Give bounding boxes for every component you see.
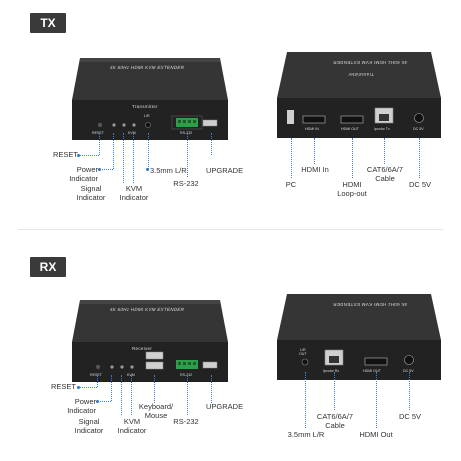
rx-rear-ipcolor-label: Ipcolor Rx [323,369,340,373]
tx-tag-label: TX [40,16,56,30]
tx-rear-illustration [277,52,441,138]
tx-transmitter-model-text: Transmitter [132,104,158,109]
tx-transmitter-device: 4K 60Hz HDMI KVM EXTENDER Transmitter RE… [70,40,230,150]
tx-hdmi-loop-callout: HDMI Loop-out [337,180,367,198]
rx-rear-dc-label: DC 5V [403,369,414,373]
rx-upgrade-callout: UPGRADE [206,402,244,411]
tx-rear-hdmi-out-label: HDMI OUT [341,127,359,131]
tx-port-rs232-label: RS-232 [180,131,193,135]
tx-upgrade-callout: UPGRADE [206,166,244,175]
tx-port-kvm-label: KVM [128,131,136,135]
tx-kvm-callout: KVM Indicator [119,184,149,202]
rx-port-rs232-label: RS-232 [180,373,193,377]
tx-hdmi-in-callout: HDMI In [301,165,329,174]
tx-rear-device: 4K 60Hz HDMI KVM EXTENDER Transmitter HD… [273,42,443,142]
rx-power-callout: Power Indicator [67,397,96,415]
rx-port-reset-label: RESET [90,373,102,377]
rx-receiver-illustration [72,300,228,382]
tx-power-callout: Power Indicator [69,165,98,183]
tx-rear-hdmi-in-label: HDMI IN [305,127,319,131]
rx-signal-callout: Signal Indicator [74,417,104,435]
tx-port-reset-label: RESET [92,131,104,135]
tx-dc-callout: DC 5V [408,180,432,189]
tx-transmitter-top-text: 4K 60Hz HDMI KVM EXTENDER [109,65,185,70]
rx-receiver-device: 4K 60Hz HDMI KVM EXTENDER Receiver RESET… [70,282,230,392]
rx-receiver-top-text: 4K 60Hz HDMI KVM EXTENDER [109,307,185,312]
tx-rear-dc-label: DC 5V [413,127,424,131]
tx-section-tag: TX [30,13,66,33]
tx-signal-callout: Signal Indicator [76,184,106,202]
tx-rear-model-text: Transmitter [348,72,374,77]
rx-rear-hdmi-out-label: HDMI OUT [363,369,381,373]
rx-rear-top-text: 4K 60Hz HDMI KVM EXTENDER [333,302,408,307]
tx-cable-callout: CAT6/6A/7 Cable [366,165,404,183]
tx-reset-callout: RESET [52,150,78,159]
rx-keyboard-callout: Keyboard/ Mouse [138,402,174,420]
rx-tag-label: RX [39,260,57,274]
rx-audio-callout: 3.5mm L/R [287,430,325,439]
rx-port-kvm-label: KVM [127,373,135,377]
tx-transmitter-illustration [72,58,228,140]
rx-cable-callout: CAT6/6A/7 Cable [316,412,354,430]
rx-rear-device: 4K 60Hz HDMI KVM EXTENDER L/R OUT Ipcolo… [273,284,443,384]
tx-rear-top-text: 4K 60Hz HDMI KVM EXTENDER [333,60,408,65]
tx-audio-callout: 3.5mm L/R [150,166,187,175]
rx-reset-callout: RESET [50,382,76,391]
tx-rear-ipcolor-label: Ipcolor Tx [374,127,390,131]
rx-rear-illustration [277,294,441,380]
rx-rs232-callout: RS-232 [173,417,199,426]
rx-kvm-callout: KVM Indicator [117,417,147,435]
rx-dc-callout: DC 5V [398,412,422,421]
rx-receiver-model-text: Receiver [132,346,153,351]
tx-rs232-callout: RS-232 [173,179,199,188]
rx-section-tag: RX [30,257,66,277]
rx-rear-lr-label: L/R OUT [299,348,307,356]
section-divider [18,229,443,230]
rx-hdmi-out-callout: HDMI Out [359,430,393,439]
tx-port-lr-label: L/R [144,114,150,118]
tx-pc-callout: PC [285,180,297,189]
